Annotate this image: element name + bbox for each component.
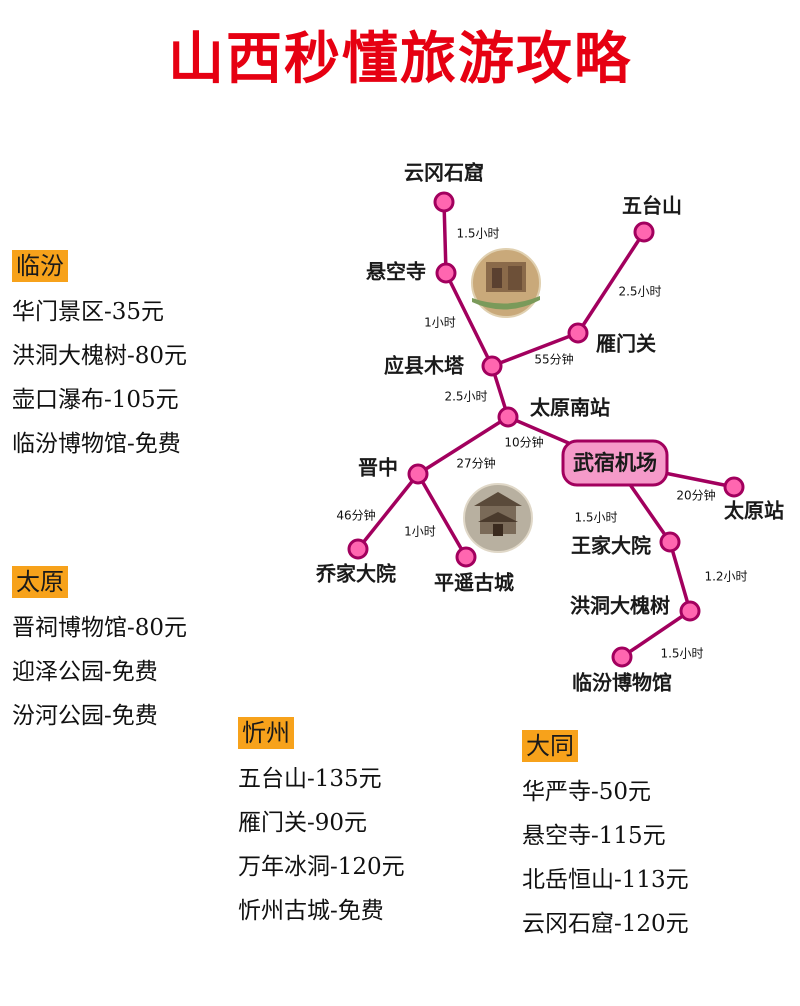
- list-item: 壶口瀑布-105元: [12, 387, 179, 413]
- route-edge-label: 55分钟: [534, 352, 573, 367]
- list-item: 五台山-135元: [238, 766, 382, 792]
- route-node-jinzhong: [407, 463, 429, 485]
- list-item: 悬空寺-115元: [522, 823, 666, 849]
- route-edge-label: 1.5小时: [574, 511, 617, 525]
- list-item: 北岳恒山-113元: [522, 867, 689, 893]
- region-xinzhou: 忻州 五台山-135元 雁门关-90元 万年冰洞-120元 忻州古城-免费: [238, 717, 405, 933]
- route-edge-label: 1.5小时: [456, 227, 499, 241]
- list-item: 万年冰洞-120元: [238, 854, 405, 880]
- route-edge-xuankong-yingxian: [444, 271, 494, 368]
- route-node-label: 乔家大院: [315, 562, 396, 586]
- route-edge-label: 2.5小时: [444, 390, 487, 404]
- route-node-xuankong: [435, 262, 457, 284]
- route-edge-label: 1小时: [404, 525, 436, 539]
- route-node-label: 洪洞大槐树: [570, 594, 670, 618]
- list-item: 雁门关-90元: [238, 810, 368, 836]
- route-node-label: 雁门关: [596, 332, 656, 356]
- route-node-label: 太原站: [724, 499, 784, 523]
- route-node-label: 应县木塔: [384, 354, 465, 378]
- route-node-qiaojia: [347, 538, 369, 560]
- route-edge-yungang-xuankong: [442, 200, 448, 275]
- region-datong: 大同 华严寺-50元 悬空寺-115元 北岳恒山-113元 云冈石窟-120元: [522, 730, 689, 946]
- route-edge-wutai-yanmen: [576, 230, 646, 335]
- route-node-linfenmuseum: [611, 646, 633, 668]
- list-item: 洪洞大槐树-80元: [12, 343, 188, 369]
- list-item: 忻州古城-免费: [238, 898, 384, 924]
- region-label-datong: 大同: [522, 730, 578, 762]
- route-edge-label: 1.5小时: [660, 647, 703, 661]
- route-node-airport: [561, 439, 669, 487]
- route-node-hongtong: [679, 600, 701, 622]
- route-node-yanmen: [567, 322, 589, 344]
- route-edge-label: 10分钟: [504, 435, 543, 450]
- route-edge-label: 27分钟: [456, 456, 495, 471]
- region-list: 华门景区-35元 洪洞大槐树-80元 壶口瀑布-105元 临汾博物馆-免费: [12, 290, 187, 466]
- route-node-label: 云冈石窟: [404, 161, 484, 185]
- route-node-label: 悬空寺: [366, 260, 426, 284]
- route-node-wangjia: [659, 531, 681, 553]
- region-list: 五台山-135元 雁门关-90元 万年冰洞-120元 忻州古城-免费: [238, 757, 405, 933]
- region-taiyuan: 太原 晋祠博物馆-80元 迎泽公园-免费 汾河公园-免费: [12, 566, 187, 738]
- region-list: 晋祠博物馆-80元 迎泽公园-免费 汾河公园-免费: [12, 606, 187, 738]
- list-item: 汾河公园-免费: [12, 703, 158, 729]
- route-node-label: 平遥古城: [434, 571, 514, 595]
- list-item: 晋祠博物馆-80元: [12, 615, 188, 641]
- region-label-xinzhou: 忻州: [238, 717, 294, 749]
- route-node-wutai: [633, 221, 655, 243]
- route-node-label: 太原南站: [530, 396, 610, 420]
- route-edge-label: 20分钟: [676, 488, 715, 503]
- route-edge-wangjia-hongtong: [668, 540, 692, 613]
- route-edge-label: 46分钟: [336, 508, 375, 523]
- page-title: 山西秒懂旅游攻略: [168, 27, 632, 92]
- region-list: 华严寺-50元 悬空寺-115元 北岳恒山-113元 云冈石窟-120元: [522, 770, 689, 946]
- route-node-taiyuannan: [497, 406, 519, 428]
- route-node-taiyuan: [723, 476, 745, 498]
- route-node-yingxian: [481, 355, 503, 377]
- region-label-linfen: 临汾: [12, 250, 68, 282]
- list-item: 云冈石窟-120元: [522, 911, 689, 937]
- region-label-taiyuan: 太原: [12, 566, 68, 598]
- route-node-label: 五台山: [622, 194, 682, 218]
- region-linfen: 临汾 华门景区-35元 洪洞大槐树-80元 壶口瀑布-105元 临汾博物馆-免费: [12, 250, 187, 466]
- pingyao-photo: [463, 483, 533, 553]
- route-edge-label: 1.2小时: [704, 570, 747, 584]
- route-node-label: 武宿机场: [573, 451, 657, 475]
- datong-photo: [471, 248, 541, 318]
- list-item: 华严寺-50元: [522, 779, 652, 805]
- route-edge-label: 1小时: [424, 316, 456, 330]
- route-edge-yanmen-yingxian: [490, 331, 580, 368]
- route-node-yungang: [433, 191, 455, 213]
- list-item: 临汾博物馆-免费: [12, 431, 181, 457]
- route-edge-jinzhong-pingyao: [416, 472, 468, 559]
- route-node-pingyao: [455, 546, 477, 568]
- route-edge-label: 2.5小时: [618, 285, 661, 299]
- route-node-label: 晋中: [358, 456, 398, 480]
- list-item: 迎泽公园-免费: [12, 659, 158, 685]
- route-edge-taiyuannan-jinzhong: [416, 415, 510, 476]
- route-node-label: 王家大院: [571, 534, 651, 558]
- route-edge-hongtong-linfenmuseum: [620, 609, 692, 659]
- route-node-label: 临汾博物馆: [572, 671, 672, 695]
- list-item: 华门景区-35元: [12, 299, 165, 325]
- route-edge-jinzhong-qiaojia: [356, 472, 420, 551]
